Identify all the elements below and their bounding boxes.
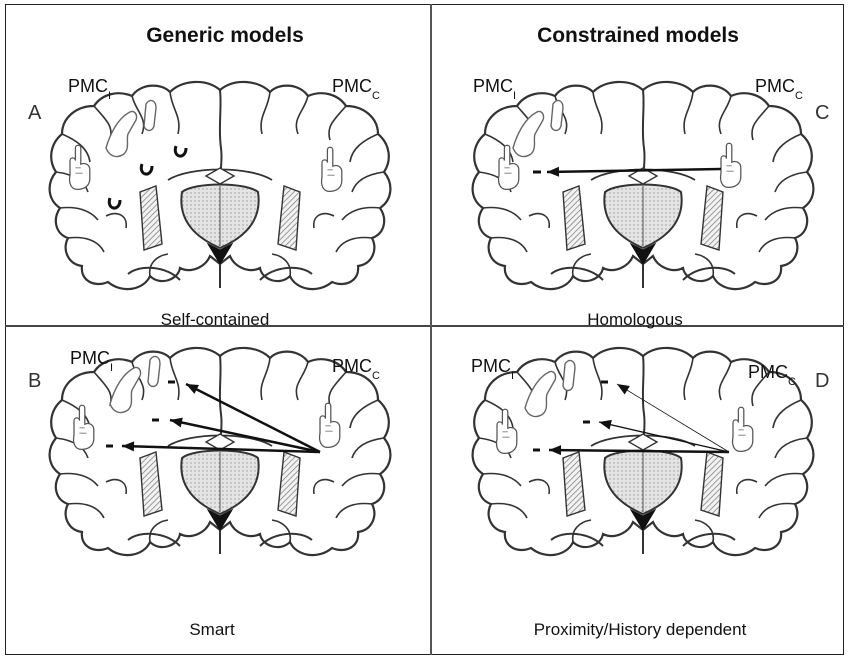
brain-coronal-section [473, 82, 814, 289]
pmc-ipsilateral-label: PMCI [473, 76, 516, 100]
panel-caption: Proximity/History dependent [430, 620, 849, 640]
brain-coronal-section-icon [10, 68, 430, 328]
pmc-contralateral-label: PMCC [755, 76, 803, 100]
panel-letter: B [28, 370, 41, 393]
panel-letter: A [28, 102, 41, 125]
panel-b: B PMCI PMCC Smart [10, 334, 430, 652]
header-constrained-models: Constrained models [428, 24, 848, 48]
panel-letter: D [815, 370, 829, 393]
pmc-ipsilateral-label: PMCI [68, 76, 111, 100]
panel-caption: Self-contained [5, 310, 425, 330]
pmc-contralateral-label: PMCC [332, 76, 380, 100]
panel-letter: C [815, 102, 829, 125]
panel-d: D PMCI PMCC Proximity/History dependent [433, 334, 849, 652]
header-generic-models: Generic models [15, 24, 435, 48]
pmc-ipsilateral-label: PMCI [70, 348, 113, 372]
pmc-contralateral-label: PMCC [748, 362, 796, 386]
brain-coronal-section-icon [433, 68, 849, 328]
panel-caption: Homologous [425, 310, 845, 330]
pmc-contralateral-label: PMCC [332, 356, 380, 380]
panel-caption: Smart [2, 620, 422, 640]
pmc-ipsilateral-label: PMCI [471, 356, 514, 380]
